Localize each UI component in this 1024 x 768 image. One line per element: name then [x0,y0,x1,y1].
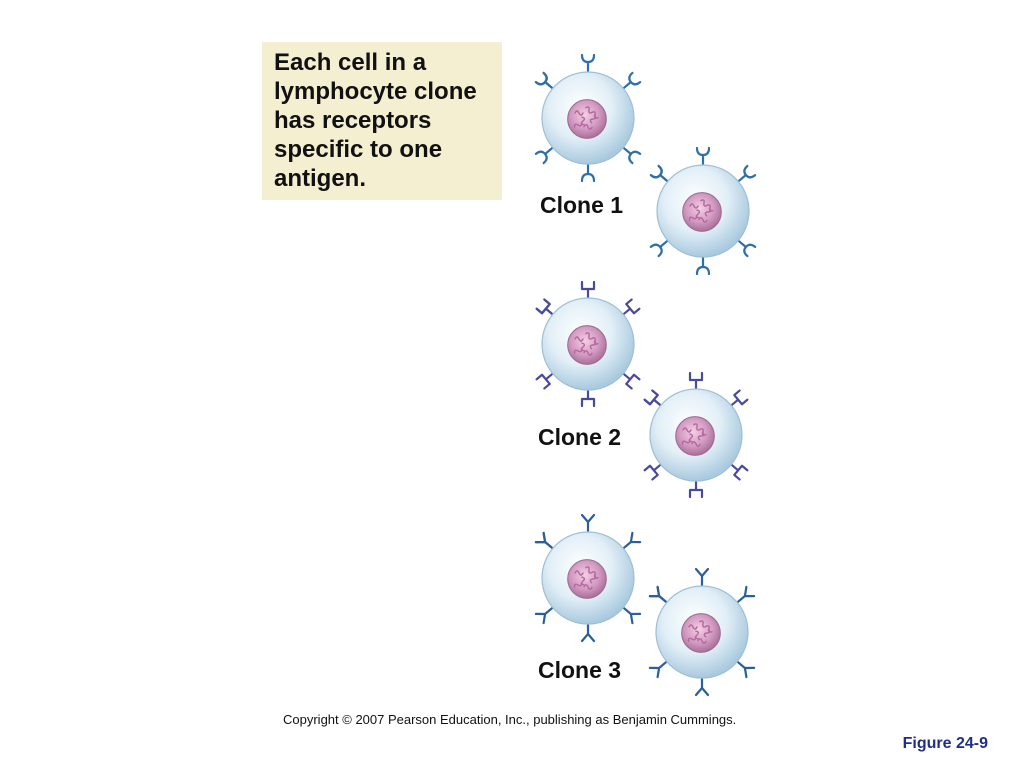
chromatin [688,199,714,223]
receptor [643,389,662,406]
receptor [649,164,669,182]
receptor [534,147,554,165]
receptor [695,146,711,166]
chromatin [687,620,713,644]
receptor [737,240,757,258]
nucleus [681,613,721,653]
receptor [580,389,596,408]
nucleus [675,416,715,456]
receptor [695,256,711,276]
receptor [622,607,642,625]
clone-3-cell-1 [534,513,642,643]
caption-box: Each cell in a lymphocyte clone has rece… [262,42,502,200]
nucleus [567,325,607,365]
receptor [736,661,756,679]
chromatin [681,423,707,447]
chromatin [573,332,599,356]
receptor [730,389,749,406]
clone-2-cell-2 [643,371,749,499]
receptor [580,513,596,533]
receptor [736,585,756,603]
receptor [622,147,642,165]
receptor [580,280,596,299]
receptor [643,464,662,481]
receptor [534,531,554,549]
receptor [580,53,596,73]
receptor [622,373,641,390]
nucleus [682,192,722,232]
receptor [622,71,642,89]
receptor [580,163,596,183]
receptor [694,567,710,587]
receptor [649,240,669,258]
receptor [535,373,554,390]
receptor [648,585,668,603]
receptor [580,623,596,643]
clone-2-cell-1 [535,280,641,408]
nucleus [567,559,607,599]
chromatin [573,106,599,130]
clone-1-cell-2 [649,146,757,276]
receptor [622,298,641,315]
receptor [688,480,704,499]
receptor [534,607,554,625]
receptor [688,371,704,390]
clone-1-label: Clone 1 [540,192,624,218]
clone-3-cell-2 [648,567,756,697]
figure-label: Figure 24-9 [902,735,988,752]
receptor [737,164,757,182]
clone-3-label: Clone 3 [538,657,622,683]
nucleus [567,99,607,139]
caption-text: Each cell in a lymphocyte clone has rece… [274,49,477,192]
receptor [535,298,554,315]
clone-1-cell-1 [534,53,642,183]
receptor [534,71,554,89]
receptor [694,677,710,697]
receptor [730,464,749,481]
chromatin [573,566,599,590]
clone-2-label: Clone 2 [538,424,622,450]
copyright-notice: Copyright © 2007 Pearson Education, Inc.… [283,712,737,727]
receptor [648,661,668,679]
receptor [622,531,642,549]
